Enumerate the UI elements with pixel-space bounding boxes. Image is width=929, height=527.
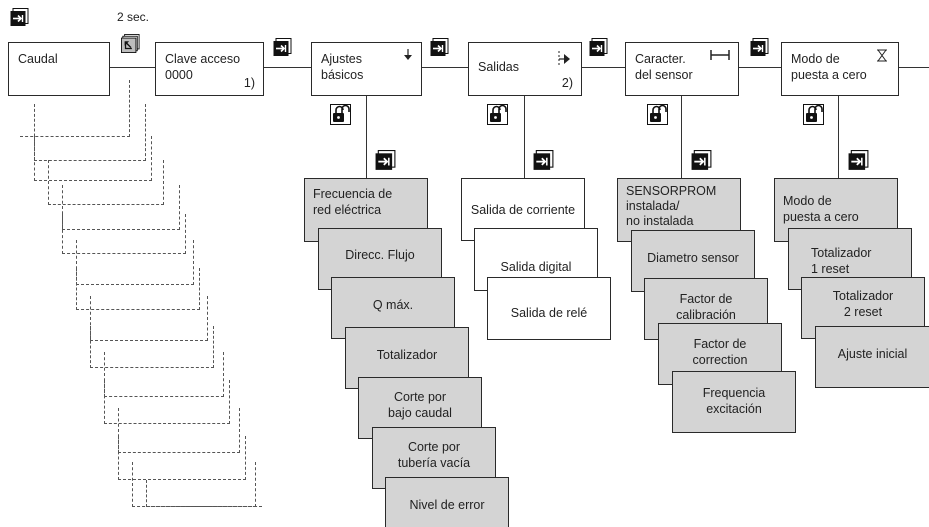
padlock-icon bbox=[330, 104, 351, 125]
ajustes-item-1-label: Frecuencia de red eléctrica bbox=[313, 187, 393, 217]
caracter-item-2-label: Diametro sensor bbox=[647, 251, 739, 265]
enter-key-icon bbox=[589, 38, 608, 56]
caracter-item-5-label: Frequencia excitación bbox=[702, 386, 766, 416]
ajustes-item-5-label: Corte por bajo caudal bbox=[388, 390, 452, 420]
ajustes-item-7: Nivel de error bbox=[385, 477, 509, 527]
dashed-page-1 bbox=[20, 80, 130, 137]
modo-item-1-label: Modo de puesta a cero bbox=[783, 194, 859, 224]
hourglass-icon bbox=[877, 49, 887, 62]
menu-label-clave-acceso: Clave acceso 0000 bbox=[165, 52, 241, 82]
hold-time-note: 2 sec. bbox=[117, 10, 150, 24]
menu-box-clave-acceso: Clave acceso 0000 1) bbox=[155, 42, 264, 96]
enter-key-icon bbox=[750, 38, 769, 56]
enter-key-icon bbox=[848, 150, 869, 170]
ajustes-item-7-label: Nivel de error bbox=[409, 497, 485, 512]
caracter-item-5: Frequencia excitación bbox=[672, 371, 796, 433]
menu-box-caudal: Caudal bbox=[8, 42, 110, 96]
menu-box-salidas: Salidas 2) bbox=[468, 42, 582, 96]
dashed-page-5 bbox=[62, 185, 180, 230]
menu-box-modo-puesta-cero: Modo de puesta a cero bbox=[781, 42, 899, 96]
dashed-page-13 bbox=[118, 408, 240, 453]
enter-key-icon bbox=[375, 150, 396, 170]
enter-key-icon bbox=[10, 8, 29, 26]
dashed-page-3 bbox=[34, 136, 152, 181]
padlock-icon bbox=[803, 104, 824, 125]
ajustes-item-2-label: Direcc. Flujo bbox=[345, 248, 415, 262]
dashed-page-9 bbox=[90, 296, 208, 341]
salidas-item-3-label: Salida de relé bbox=[510, 305, 588, 320]
escape-key-icon bbox=[121, 34, 140, 53]
enter-key-icon bbox=[533, 150, 554, 170]
salidas-item-3: Salida de relé bbox=[487, 277, 611, 340]
caracter-item-1-label: SENSORPROM instalada/ no instalada bbox=[626, 184, 717, 228]
dashed-page-2 bbox=[34, 104, 146, 161]
output-arrow-icon bbox=[558, 51, 570, 67]
enter-key-icon bbox=[273, 38, 292, 56]
measuring-span-icon bbox=[710, 50, 730, 60]
salidas-item-1-label: Salida de corriente bbox=[470, 202, 576, 217]
menu-label-modo-puesta-cero: Modo de puesta a cero bbox=[791, 52, 867, 82]
footnote-2: 2) bbox=[561, 76, 573, 90]
modo-item-4-label: Ajuste inicial bbox=[837, 347, 908, 361]
down-arrow-icon bbox=[404, 49, 412, 60]
menu-label-caudal: Caudal bbox=[18, 52, 58, 66]
dashed-page-7 bbox=[76, 240, 194, 285]
dashed-page-8 bbox=[76, 268, 200, 310]
footnote-1: 1) bbox=[243, 76, 255, 90]
dashed-page-14 bbox=[118, 436, 246, 480]
menu-box-caracter-sensor: Caracter. del sensor bbox=[625, 42, 739, 96]
menu-label-salidas: Salidas bbox=[478, 60, 519, 74]
dashed-page-16 bbox=[146, 480, 262, 507]
dashed-page-6 bbox=[62, 214, 186, 254]
caracter-item-3-label: Factor de calibración bbox=[676, 292, 736, 322]
connector-ajustes bbox=[366, 96, 367, 178]
enter-key-icon bbox=[430, 38, 449, 56]
salidas-item-2-label: Salida digital bbox=[500, 259, 572, 274]
modo-item-3-label: Totalizador 2 reset bbox=[832, 289, 894, 319]
connector-caracter bbox=[681, 96, 682, 178]
dashed-page-4 bbox=[48, 160, 164, 205]
dashed-page-10 bbox=[90, 326, 214, 368]
dashed-page-11 bbox=[104, 352, 224, 397]
menu-label-caracter-sensor: Caracter. del sensor bbox=[635, 52, 693, 82]
caracter-item-4-label: Factor de correction bbox=[692, 337, 748, 367]
dashed-page-12 bbox=[104, 380, 230, 424]
modo-item-4: Ajuste inicial bbox=[815, 326, 929, 388]
padlock-icon bbox=[647, 104, 668, 125]
ajustes-item-4-label: Totalizador bbox=[376, 348, 438, 362]
ajustes-item-3-label: Q máx. bbox=[372, 298, 414, 312]
enter-key-icon bbox=[691, 150, 712, 170]
ajustes-item-6-label: Corte por tubería vacía bbox=[397, 440, 471, 470]
modo-item-2-label: Totalizador 1 reset bbox=[811, 246, 872, 276]
connector-salidas bbox=[524, 96, 525, 178]
connector-modo bbox=[838, 96, 839, 178]
padlock-icon bbox=[487, 104, 508, 125]
menu-box-ajustes-basicos: Ajustes básicos bbox=[311, 42, 422, 96]
menu-label-ajustes-basicos: Ajustes básicos bbox=[321, 52, 364, 82]
